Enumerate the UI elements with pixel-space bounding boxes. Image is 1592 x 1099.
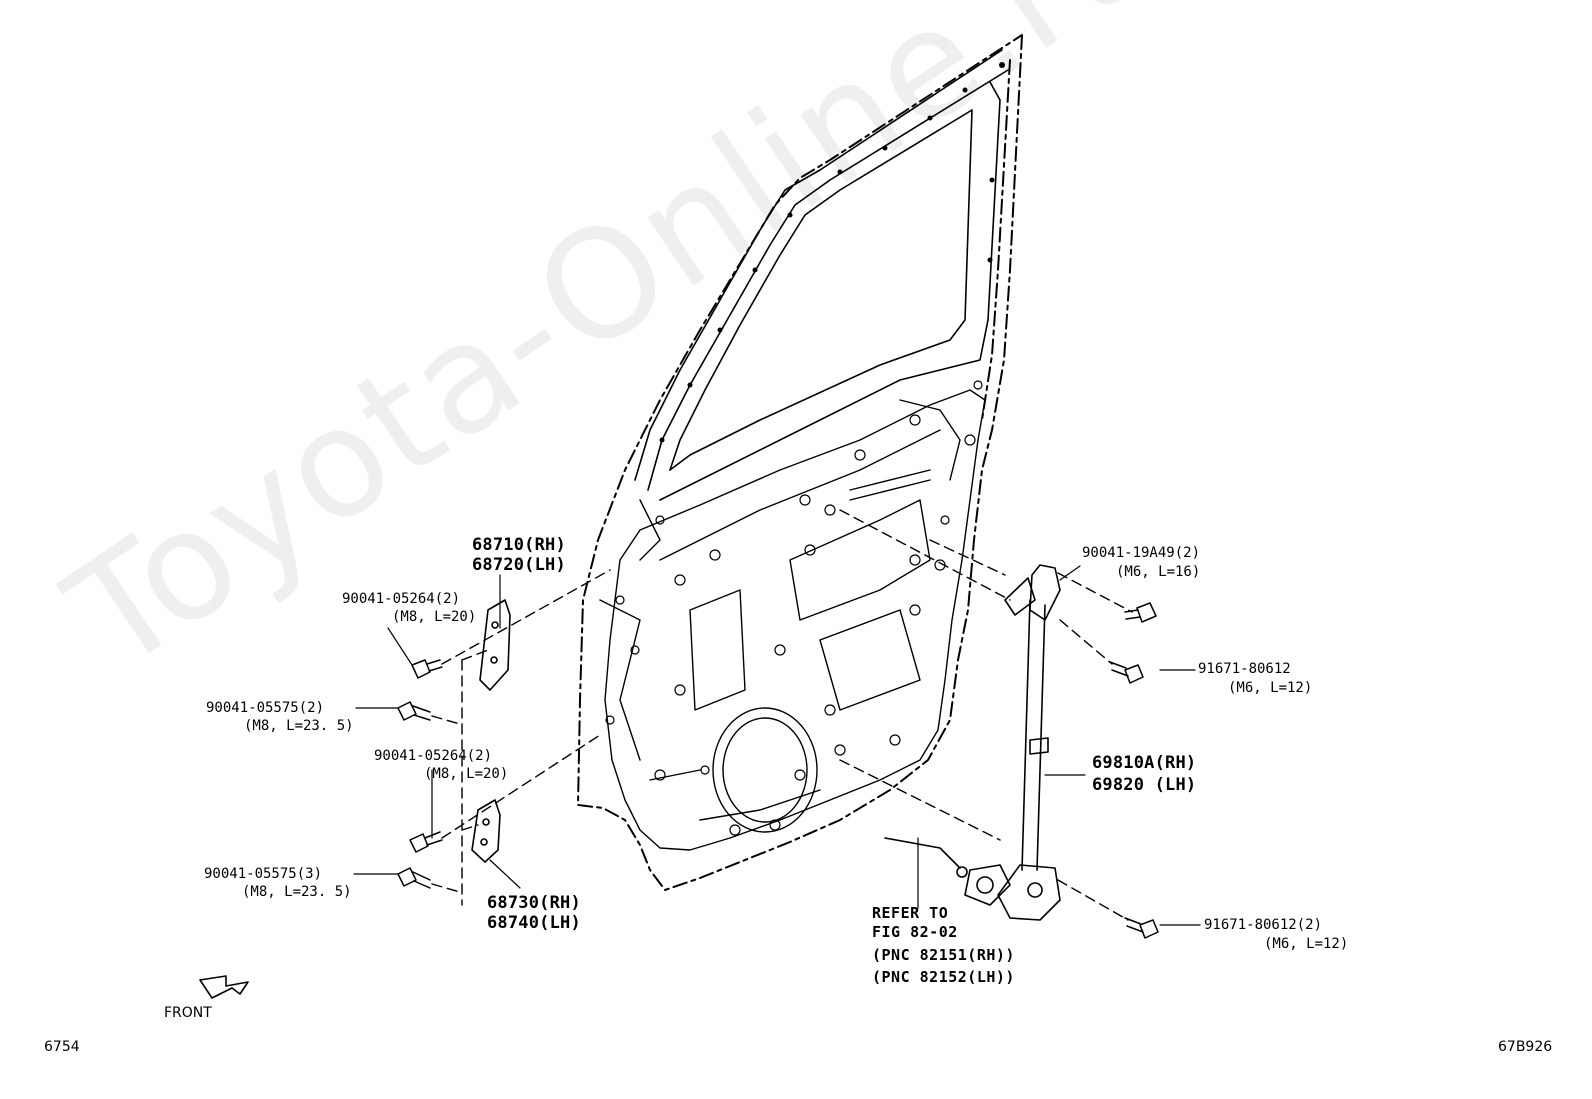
- label-bolt-lower2-spec: (M8, L=23. 5): [242, 884, 352, 900]
- bolt-90041-19a49: [1124, 602, 1157, 623]
- label-refer-line4: (PNC 82152(LH)): [872, 968, 1015, 986]
- label-regulator-bolt-pn: 90041-19A49(2): [1082, 545, 1201, 561]
- label-screw-lower-spec: (M6, L=12): [1264, 936, 1349, 952]
- assembly-lines: [431, 509, 1133, 921]
- screw-91671-80612-upper: [1109, 661, 1144, 684]
- window-frame: [634, 49, 1009, 501]
- label-bolt-upper-spec: (M8, L=20): [392, 609, 477, 625]
- bolt-90041-05264-lower: [409, 831, 443, 853]
- label-refer-line1: REFER TO: [872, 904, 949, 922]
- edge-dots: [659, 62, 1005, 443]
- label-bolt-upper2-spec: (M8, L=23. 5): [244, 718, 354, 734]
- bolt-90041-05264-upper: [411, 659, 443, 679]
- front-arrow-icon: [199, 975, 249, 999]
- window-regulator: [884, 564, 1061, 921]
- bolt-90041-05575-upper: [397, 701, 431, 721]
- label-hinge-lower-lh: 68740(LH): [487, 913, 581, 933]
- label-regulator-lh: 69820 (LH): [1092, 775, 1197, 795]
- door-outer-outline: [577, 34, 1023, 891]
- label-refer-line2: FIG 82-02: [872, 923, 958, 941]
- label-corner-left: 6754: [44, 1039, 80, 1055]
- upper-hinge: [479, 599, 511, 691]
- bolt-90041-05575-lower: [397, 867, 431, 889]
- inner-panel: [599, 389, 986, 851]
- label-bolt-lower-pn: 90041-05264(2): [374, 748, 493, 764]
- lower-hinge: [471, 799, 501, 863]
- label-screw-lower-pn: 91671-80612(2): [1204, 917, 1323, 933]
- label-screw-upper-spec: (M6, L=12): [1228, 680, 1313, 696]
- label-regulator-rh: 69810A(RH): [1092, 753, 1197, 773]
- screw-91671-80612-lower: [1124, 917, 1159, 939]
- label-hinge-lower-rh: 68730(RH): [487, 893, 581, 913]
- label-refer-line3: (PNC 82151(RH)): [872, 946, 1015, 964]
- label-front: FRONT: [164, 1005, 212, 1021]
- label-bolt-lower2-pn: 90041-05575(3): [204, 866, 323, 882]
- label-hinge-upper-rh: 68710(RH): [472, 535, 566, 555]
- label-hinge-upper-lh: 68720(LH): [472, 555, 566, 575]
- panel-holes: [605, 380, 983, 836]
- label-bolt-upper-pn: 90041-05264(2): [342, 591, 461, 607]
- label-screw-upper-pn: 91671-80612: [1198, 661, 1291, 677]
- label-regulator-bolt-spec: (M6, L=16): [1116, 564, 1201, 580]
- label-bolt-lower-spec: (M8, L=20): [424, 766, 509, 782]
- leader-lines: [353, 565, 1201, 926]
- label-corner-right: 67B926: [1498, 1039, 1553, 1055]
- label-bolt-upper2-pn: 90041-05575(2): [206, 700, 325, 716]
